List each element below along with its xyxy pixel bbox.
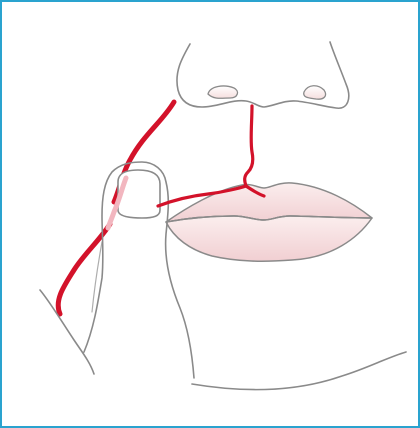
red-thread-philtrum-icon bbox=[245, 106, 253, 186]
right-nostril-icon bbox=[304, 86, 326, 99]
nose-icon bbox=[177, 42, 349, 108]
upper-lip-icon bbox=[166, 183, 372, 222]
chin-line-icon bbox=[192, 352, 406, 390]
left-nostril-icon bbox=[208, 86, 237, 98]
lower-lip-icon bbox=[166, 216, 372, 261]
